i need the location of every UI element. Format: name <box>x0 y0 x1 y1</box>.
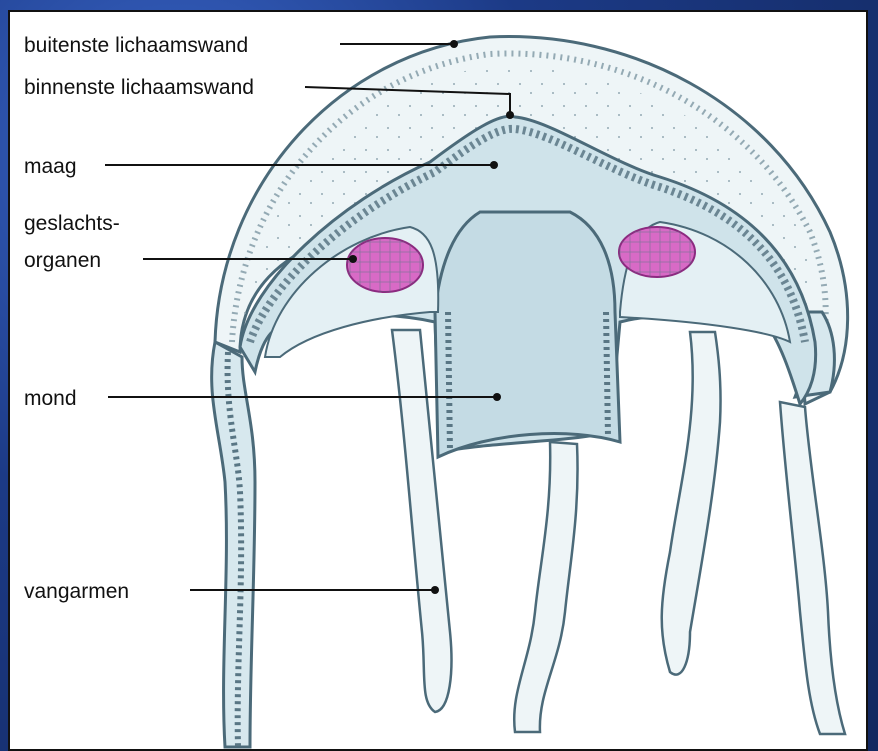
oral-arm-2 <box>514 442 577 732</box>
oral-arm-4 <box>780 402 845 734</box>
label-vangarmen: vangarmen <box>24 580 129 603</box>
label-buitenste-lichaamswand: buitenste lichaamswand <box>24 34 248 57</box>
left-body-edge <box>212 342 255 747</box>
mouth-column <box>435 212 620 457</box>
right-gonad <box>619 227 695 277</box>
label-binnenste-lichaamswand: binnenste lichaamswand <box>24 76 254 99</box>
jellyfish-diagram: buitenste lichaamswand binnenste lichaam… <box>10 12 868 751</box>
oral-arm-3 <box>662 332 721 675</box>
diagram-panel: buitenste lichaamswand binnenste lichaam… <box>8 10 868 751</box>
label-geslachtsorganen-line2: organen <box>24 249 101 272</box>
left-gonad <box>347 238 423 292</box>
label-geslachtsorganen-line1: geslachts- <box>24 212 120 235</box>
label-maag: maag <box>24 155 77 178</box>
label-mond: mond <box>24 387 77 410</box>
